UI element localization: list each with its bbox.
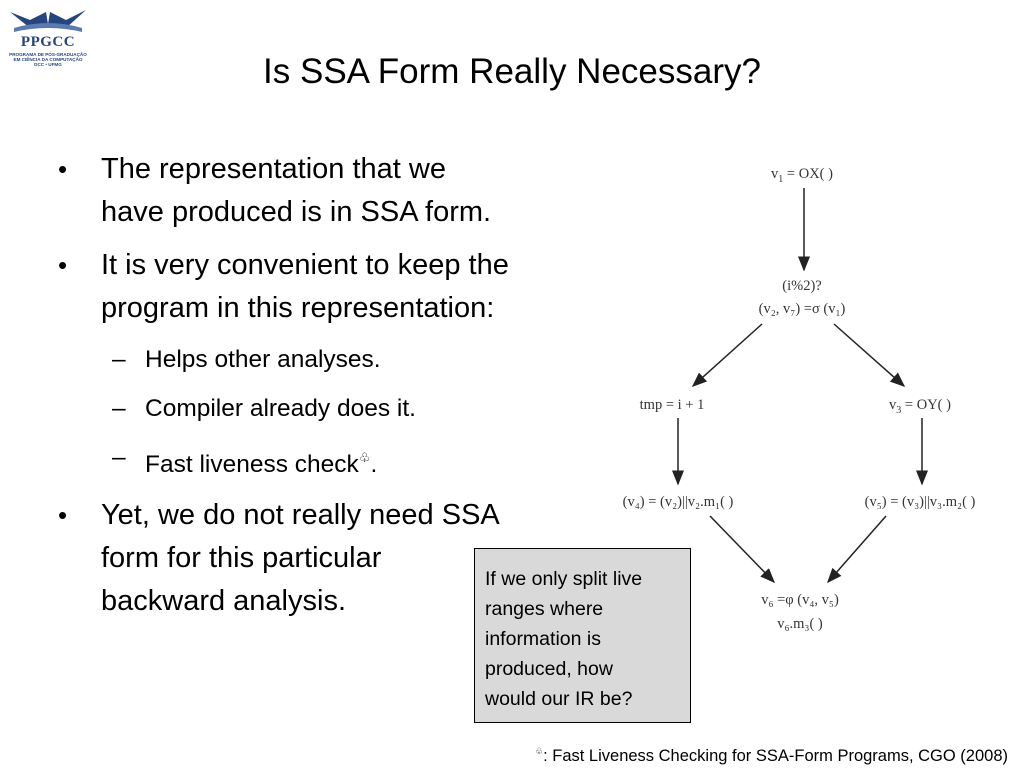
node-phi: v₆ =φ (v₄, v₅) — [761, 592, 839, 608]
bullet-1-line-1: The representation that we — [101, 153, 446, 185]
sub-bullet-3: – Fast liveness check♧. — [55, 440, 595, 482]
edge-cond-v3 — [833, 323, 906, 387]
bullet-2-line-1: It is very convenient to keep the — [101, 249, 509, 281]
node-left-call: (v₄) = (v₂)||v₂.m₁( ) — [623, 494, 734, 510]
ppgcc-logo: PPGCC PROGRAMA DE PÓS-GRADUAÇÃO EM CIÊNC… — [6, 6, 90, 68]
node-cond-line2: (v₂, v₇) =σ (v₁) — [759, 301, 846, 317]
bullet-3-line-2: form for this particular — [101, 542, 382, 574]
footnote-club-icon: ♧ — [535, 746, 544, 756]
bullet-marker: • — [58, 500, 68, 530]
node-tmp: tmp = i + 1 — [640, 397, 705, 413]
callout-line-5: would our IR be? — [485, 688, 633, 710]
dash-marker: – — [112, 444, 126, 471]
callout-line-3: information is — [485, 628, 601, 650]
bullet-1-line-2: have produced is in SSA form. — [101, 196, 492, 228]
bullet-3: • Yet, we do not really need SSA form fo… — [55, 494, 595, 623]
logo-subtitle-3: DCC • UFMG — [34, 62, 62, 67]
sub-bullet-2-text: Compiler already does it. — [145, 395, 416, 422]
bullet-3-line-3: backward analysis. — [101, 585, 346, 617]
logo-brand: PPGCC — [20, 34, 76, 50]
cfg-diagram: v1 = OX( ) (i%2)? (v₂, v₇) =σ (v₁) tmp =… — [623, 166, 976, 632]
node-right-call: (v₅) = (v₃)||v₃.m₂( ) — [865, 494, 976, 510]
callout-line-1: If we only split live — [485, 568, 643, 590]
node-cond-line1: (i%2)? — [782, 278, 821, 294]
node-v3: v3 = OY( ) — [889, 397, 951, 416]
sub-bullet-3-text: Fast liveness check — [145, 451, 359, 478]
bullet-1: • The representation that we have produc… — [55, 148, 595, 234]
edge-cond-tmp — [691, 323, 763, 388]
edge-left-phi — [709, 515, 776, 584]
question-callout: If we only split live ranges where infor… — [474, 548, 691, 723]
logo-subtitle-2: EM CIÊNCIA DA COMPUTAÇÃO — [13, 57, 83, 62]
bullet-marker: • — [58, 154, 68, 184]
sub-bullet-3-suffix: . — [370, 451, 378, 478]
logo-subtitle-1: PROGRAMA DE PÓS-GRADUAÇÃO — [9, 52, 87, 57]
bullet-3-line-1: Yet, we do not really need SSA — [101, 499, 500, 531]
sub-bullet-2: – Compiler already does it. — [55, 391, 595, 426]
bullet-list: • The representation that we have produc… — [55, 148, 595, 633]
bullet-2-line-2: program in this representation: — [101, 292, 495, 324]
sub-bullet-1-text: Helps other analyses. — [145, 346, 381, 373]
footnote-text: : Fast Liveness Checking for SSA-Form Pr… — [543, 747, 1008, 765]
dash-marker: – — [112, 395, 126, 422]
slide-title: Is SSA Form Really Necessary? — [263, 52, 761, 91]
callout-line-4: produced, how — [485, 658, 613, 680]
bullet-marker: • — [58, 250, 68, 280]
sub-bullet-1: – Helps other analyses. — [55, 342, 595, 377]
bullet-2: • It is very convenient to keep the prog… — [55, 244, 595, 330]
node-v1: v1 = OX( ) — [771, 166, 833, 185]
callout-line-2: ranges where — [485, 598, 604, 620]
edge-right-phi — [827, 515, 887, 584]
node-final: v₆.m₃( ) — [777, 616, 823, 632]
footnote: ♧: Fast Liveness Checking for SSA-Form P… — [535, 740, 1008, 767]
club-icon: ♧ — [358, 450, 371, 465]
logo-wings-icon — [10, 10, 86, 32]
dash-marker: – — [112, 346, 126, 373]
